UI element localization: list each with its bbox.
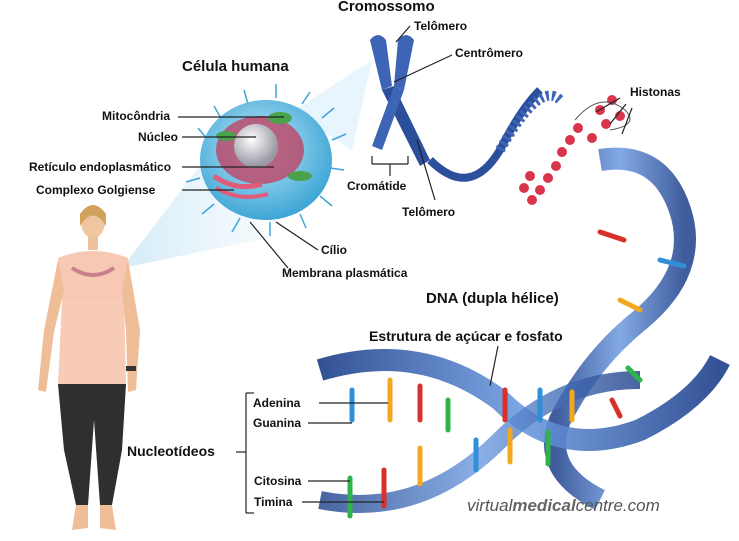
histones [519,95,625,205]
label-mitocondria: Mitocôndria [102,109,170,123]
label-nucleotideos: Nucleotídeos [127,443,215,459]
watermark-part3: centre.com [575,496,660,515]
label-cilio: Cílio [321,243,347,257]
leader-lines [178,25,633,514]
watermark-part2: medical [512,496,576,515]
label-timina: Timina [254,495,293,509]
label-nucleo: Núcleo [138,130,179,144]
chromosome [370,35,564,182]
zoom-beam-cell [122,150,268,268]
label-histonas: Histonas [630,85,681,99]
label-cromossomo: Cromossomo [338,0,435,15]
label-celula-humana: Célula humana [182,58,289,75]
label-membrana: Membrana plasmática [282,266,408,280]
label-telomero-bottom: Telômero [402,205,456,219]
dna-helix [316,147,730,513]
label-cromatide: Cromátide [347,179,407,193]
zoom-beam-chromosome [292,60,372,150]
label-adenina: Adenina [253,396,301,410]
label-golgi: Complexo Golgiense [36,183,156,197]
label-centromero: Centrômero [455,46,524,60]
label-acucar-fosfato: Estrutura de açúcar e fosfato [369,328,563,344]
label-guanina: Guanina [253,416,302,430]
label-dna: DNA (dupla hélice) [426,290,559,307]
label-reticulo: Retículo endoplasmático [29,160,172,174]
base-pairs [347,229,687,519]
label-citosina: Citosina [254,474,302,488]
label-telomero-top: Telômero [414,19,468,33]
watermark-logo: virtualmedicalcentre.com [467,496,660,516]
watermark-part1: virtual [467,496,513,515]
human-figure [38,205,140,530]
